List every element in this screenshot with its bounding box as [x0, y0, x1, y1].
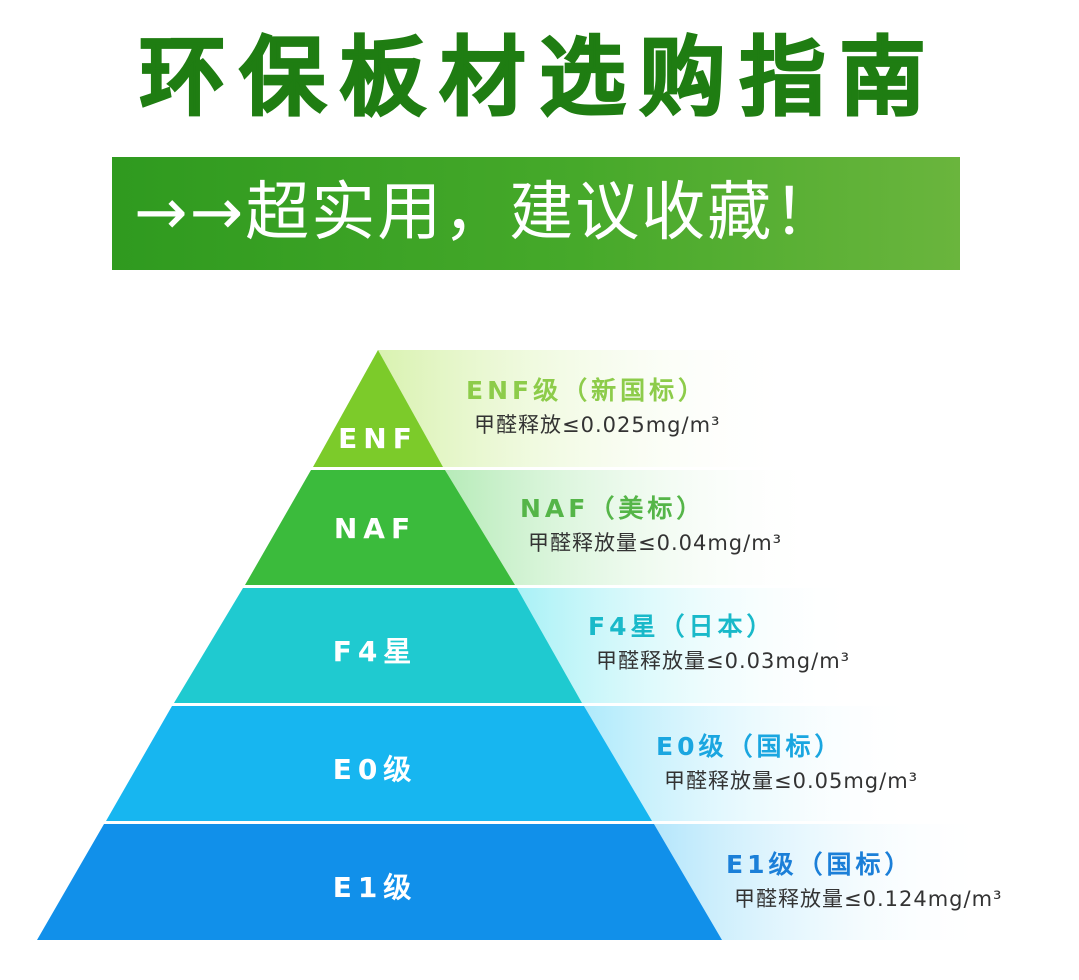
- band-label-e0: E0级: [332, 753, 418, 786]
- glow-f4: [517, 588, 860, 703]
- info-desc: 甲醛释放≤0.025mg/m³: [474, 413, 721, 437]
- band-enf: [313, 350, 443, 467]
- banner-text: →→超实用，建议收藏！: [134, 176, 840, 250]
- info-heading: F4星（日本）: [588, 612, 776, 641]
- info-desc: 甲醛释放量≤0.124mg/m³: [734, 887, 1003, 911]
- info-heading: E1级（国标）: [726, 850, 914, 879]
- info-f4: F4星（日本） 甲醛释放量≤0.03mg/m³: [588, 610, 850, 678]
- band-label-naf: NAF: [333, 512, 417, 545]
- subtitle-banner: →→超实用，建议收藏！: [112, 157, 960, 270]
- info-e0: E0级（国标） 甲醛释放量≤0.05mg/m³: [656, 730, 918, 798]
- page-title: 环保板材选购指南: [139, 27, 940, 129]
- info-heading: E0级（国标）: [656, 732, 844, 761]
- info-desc: 甲醛释放量≤0.03mg/m³: [596, 649, 851, 673]
- info-heading: ENF级（新国标）: [466, 376, 708, 405]
- band-e0: [106, 706, 652, 821]
- info-e1: E1级（国标） 甲醛释放量≤0.124mg/m³: [726, 848, 1002, 916]
- band-label-f4: F4星: [332, 635, 418, 668]
- glow-enf: [378, 350, 800, 467]
- glow-e1: [654, 824, 990, 940]
- glow-naf: [445, 470, 820, 585]
- band-naf: [245, 470, 515, 585]
- info-desc: 甲醛释放量≤0.05mg/m³: [664, 769, 919, 793]
- info-enf: ENF级（新国标） 甲醛释放≤0.025mg/m³: [466, 374, 720, 442]
- info-naf: NAF（美标） 甲醛释放量≤0.04mg/m³: [520, 492, 782, 560]
- band-label-e1: E1级: [332, 871, 418, 904]
- band-e1: [37, 824, 722, 940]
- band-label-enf: ENF: [338, 422, 418, 455]
- info-heading: NAF（美标）: [520, 494, 706, 523]
- band-f4: [174, 588, 582, 703]
- glow-e0: [584, 706, 920, 821]
- info-desc: 甲醛释放量≤0.04mg/m³: [528, 531, 783, 555]
